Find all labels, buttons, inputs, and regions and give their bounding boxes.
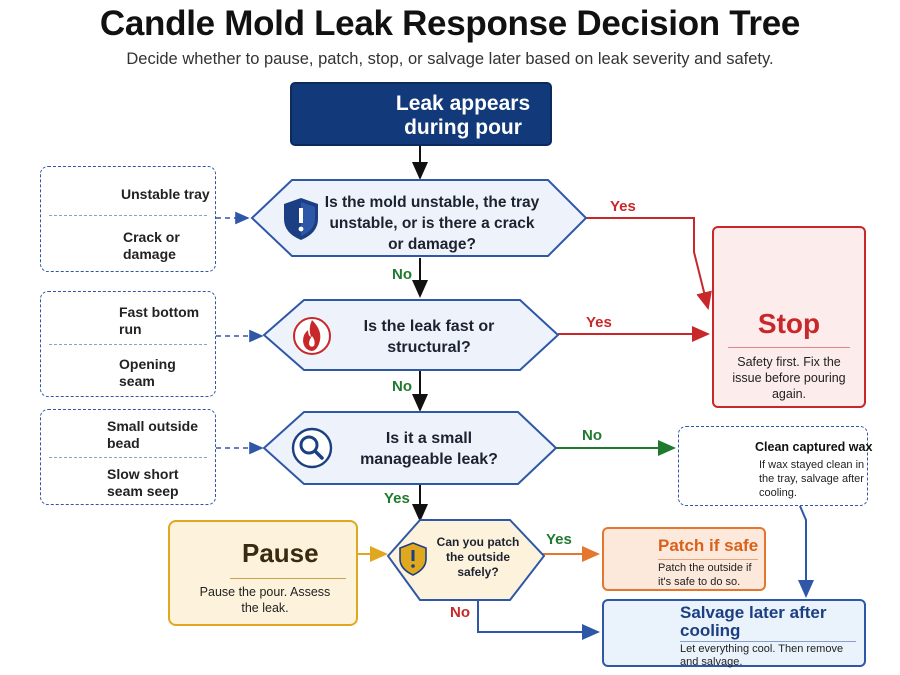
side-item-slow-seam-seep: Slow short seam seep — [107, 466, 179, 499]
stop-description: Safety first. Fix the issue before pouri… — [732, 355, 846, 401]
patch-description: Patch the outside if it's safe to do so. — [658, 562, 752, 588]
start-label: Leak appears during pour — [395, 92, 531, 139]
outcome-clean-captured-wax: Clean captured wax If wax stayed clean i… — [678, 426, 872, 506]
edge-clean-to-salvage — [798, 505, 814, 598]
edge-label-q3-yes: Yes — [384, 490, 410, 507]
side-divider — [49, 344, 207, 345]
decision-q2-text: Is the leak fast or structural? — [363, 318, 495, 356]
warning-shield-icon — [399, 542, 427, 576]
edge-q4-no — [477, 600, 600, 640]
side-item-opening-seam: Opening seam — [119, 356, 176, 389]
shield-alert-icon — [284, 198, 318, 240]
salvage-divider — [680, 641, 856, 642]
decision-q1-shape — [250, 179, 588, 257]
decision-q4-shape — [386, 519, 546, 601]
side-group-instability: Unstable tray Crack or damage — [40, 166, 216, 272]
salvage-title: Salvage later after cooling — [680, 603, 827, 640]
clean-title: Clean captured wax — [755, 440, 873, 454]
outcome-stop: Stop Safety first. Fix the issue before … — [712, 226, 866, 408]
patch-divider — [658, 559, 758, 560]
pause-title: Pause — [242, 538, 319, 568]
stop-title: Stop — [757, 308, 821, 339]
page-subtitle: Decide whether to pause, patch, stop, or… — [126, 50, 774, 68]
edge-label-q1-no: No — [392, 266, 412, 283]
outcome-salvage-later: Salvage later after cooling Let everythi… — [602, 599, 866, 668]
side-item-unstable-tray: Unstable tray — [121, 186, 210, 202]
decision-q2-shape — [262, 299, 560, 371]
side-item-fast-bottom-run: Fast bottom run — [119, 304, 200, 337]
edge-label-q2-yes: Yes — [586, 314, 612, 331]
side-divider — [49, 457, 207, 458]
pause-divider — [230, 578, 346, 579]
decision-q3-text: Is it a small manageable leak? — [360, 430, 498, 468]
edge-label-q4-no: No — [450, 604, 470, 621]
side-group-fast-leak: Fast bottom run Opening seam — [40, 291, 216, 397]
magnifier-icon — [291, 427, 333, 469]
outcome-pause: Pause Pause the pour. Assess the leak. — [168, 520, 358, 626]
patch-title: Patch if safe — [658, 536, 759, 555]
side-group-small-leak: Small outside bead Slow short seam seep — [40, 409, 216, 505]
side-divider — [49, 215, 207, 216]
edge-label-q1-yes: Yes — [610, 198, 636, 215]
outcome-patch-if-safe: Patch if safe Patch the outside if it's … — [602, 527, 766, 591]
edge-label-q2-no: No — [392, 378, 412, 395]
edge-label-q4-yes: Yes — [546, 531, 572, 548]
stop-divider — [728, 347, 850, 348]
edge-label-q3-no: No — [582, 427, 602, 444]
clean-description: If wax stayed clean in the tray, salvage… — [759, 459, 865, 499]
side-item-small-outside-bead: Small outside bead — [107, 418, 199, 451]
decision-q4-text: Can you patch the outside safely? — [436, 535, 520, 579]
pause-description: Pause the pour. Assess the leak. — [199, 585, 331, 615]
start-node: Leak appears during pour — [290, 82, 552, 146]
decision-q1-text: Is the mold unstable, the tray unstable,… — [324, 194, 540, 253]
salvage-description: Let everything cool. Then remove and sal… — [680, 643, 844, 668]
flame-icon — [293, 317, 331, 355]
side-item-crack-damage: Crack or damage — [123, 229, 180, 262]
decision-q3-shape — [262, 411, 558, 485]
page-title: Candle Mold Leak Response Decision Tree — [99, 4, 801, 43]
edge-q1-yes — [585, 217, 712, 310]
